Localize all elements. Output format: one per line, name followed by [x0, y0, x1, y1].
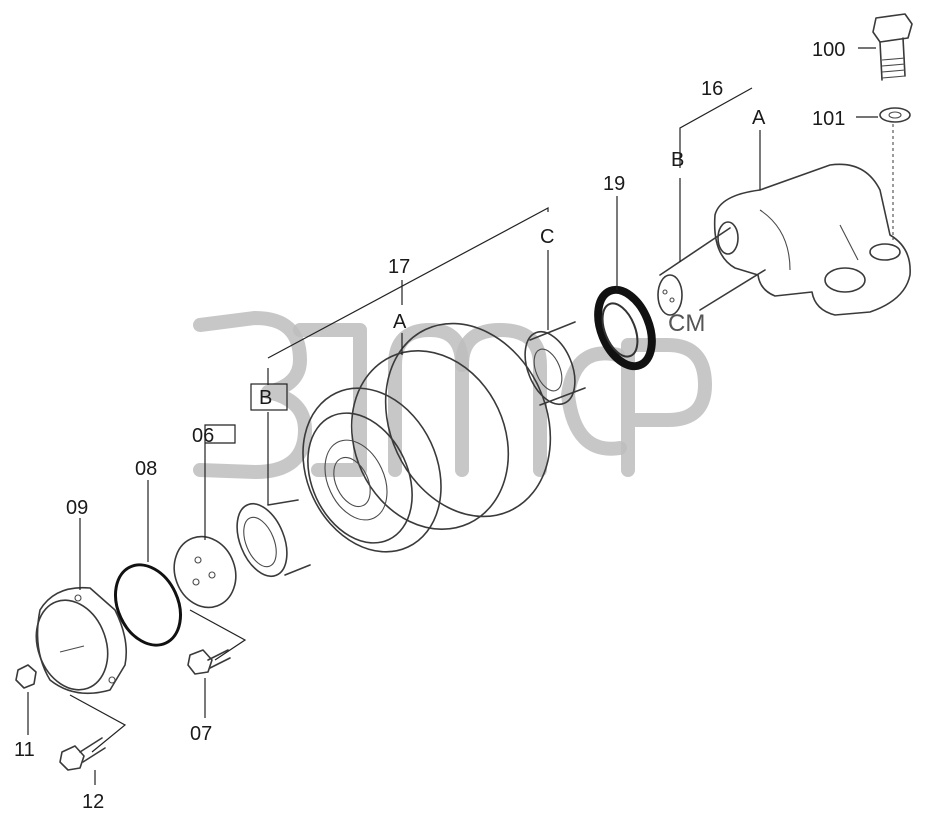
- part-labels: 100 101 16 A B 19 C 17 A B 06 08 09 07 1…: [14, 39, 845, 813]
- bolt-07-drawing: [187, 609, 247, 718]
- label-100: 100: [812, 39, 845, 61]
- label-12: 12: [82, 791, 104, 813]
- label-07: 07: [190, 723, 212, 745]
- plate-06-drawing: [173, 424, 237, 609]
- shaft-bracket-16-drawing: [657, 87, 911, 316]
- label-101: 101: [812, 108, 845, 130]
- label-16: 16: [701, 78, 723, 100]
- label-17-a: A: [393, 311, 407, 333]
- bolt-12-drawing: [59, 694, 127, 785]
- label-06: 06: [192, 425, 214, 447]
- label-09: 09: [66, 497, 88, 519]
- o-ring-08-drawing: [114, 480, 182, 647]
- washer-101-drawing: [856, 107, 911, 240]
- label-16-b: B: [671, 149, 684, 171]
- label-08: 08: [135, 458, 157, 480]
- label-16-a: A: [752, 107, 766, 129]
- label-17-c: C: [540, 226, 554, 248]
- bolt-100-drawing: [858, 13, 913, 81]
- label-19: 19: [603, 173, 625, 195]
- label-17: 17: [388, 256, 410, 278]
- roller-body-17-drawing: [236, 206, 586, 577]
- watermark-logo: CM: [193, 310, 712, 479]
- label-17-b: B: [259, 387, 272, 409]
- seal-19-drawing: [594, 196, 656, 371]
- cover-09-drawing: [35, 518, 128, 695]
- label-11: 11: [14, 739, 35, 761]
- nut-11-drawing: [15, 664, 37, 735]
